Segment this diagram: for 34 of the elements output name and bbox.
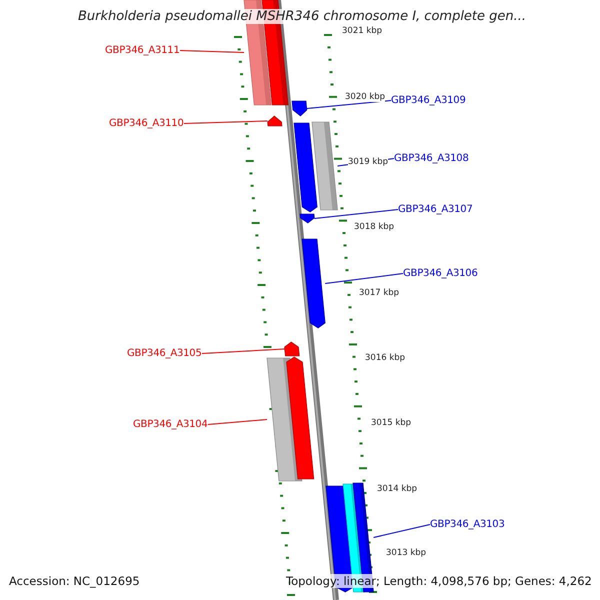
leader-line (306, 100, 392, 109)
footer-text: Topology: linear; Length: 4,098,576 bp; Genes: 4,262 (286, 574, 592, 588)
scale-label: 3015 kbp (371, 418, 412, 428)
scale-label: 3020 kbp (345, 92, 386, 102)
scale-label: 3021 kbp (342, 26, 382, 36)
scale-label: 3019 kbp (348, 157, 388, 167)
scale-label: 3018 kbp (354, 222, 394, 232)
leader-line (208, 419, 268, 425)
gene-feature (286, 356, 314, 480)
scale-label: 3013 kbp (386, 548, 426, 558)
leader-line (184, 120, 268, 124)
gene-feature (312, 122, 338, 210)
leader-line (324, 273, 404, 284)
gene-label: GBP346_A3109 (391, 95, 466, 106)
gene-label: GBP346_A3106 (403, 268, 478, 279)
gene-label: GBP346_A3108 (394, 153, 469, 164)
chart-title: Burkholderia pseudomallei MSHR346 chromosome I, complete gen... (78, 9, 526, 24)
scale-label: 3016 kbp (365, 353, 406, 363)
gene-feature (302, 238, 326, 328)
leader-line (180, 50, 244, 53)
leader-line (373, 524, 430, 538)
gene-label: GBP346_A3111 (105, 45, 180, 56)
gene-feature (267, 116, 282, 126)
leader-line (202, 348, 285, 354)
gene-feature (292, 100, 308, 116)
leader-line (314, 209, 398, 219)
scale-label: 3017 kbp (359, 288, 400, 298)
gene-label: GBP346_A3110 (109, 118, 184, 129)
gene-label: GBP346_A3104 (133, 419, 208, 430)
gene-label: GBP346_A3103 (430, 519, 505, 530)
gene-label: GBP346_A3105 (127, 348, 202, 359)
gene-label: GBP346_A3107 (398, 204, 473, 215)
footer-text: Accession: NC_012695 (9, 574, 140, 588)
scale-label: 3014 kbp (377, 484, 418, 494)
